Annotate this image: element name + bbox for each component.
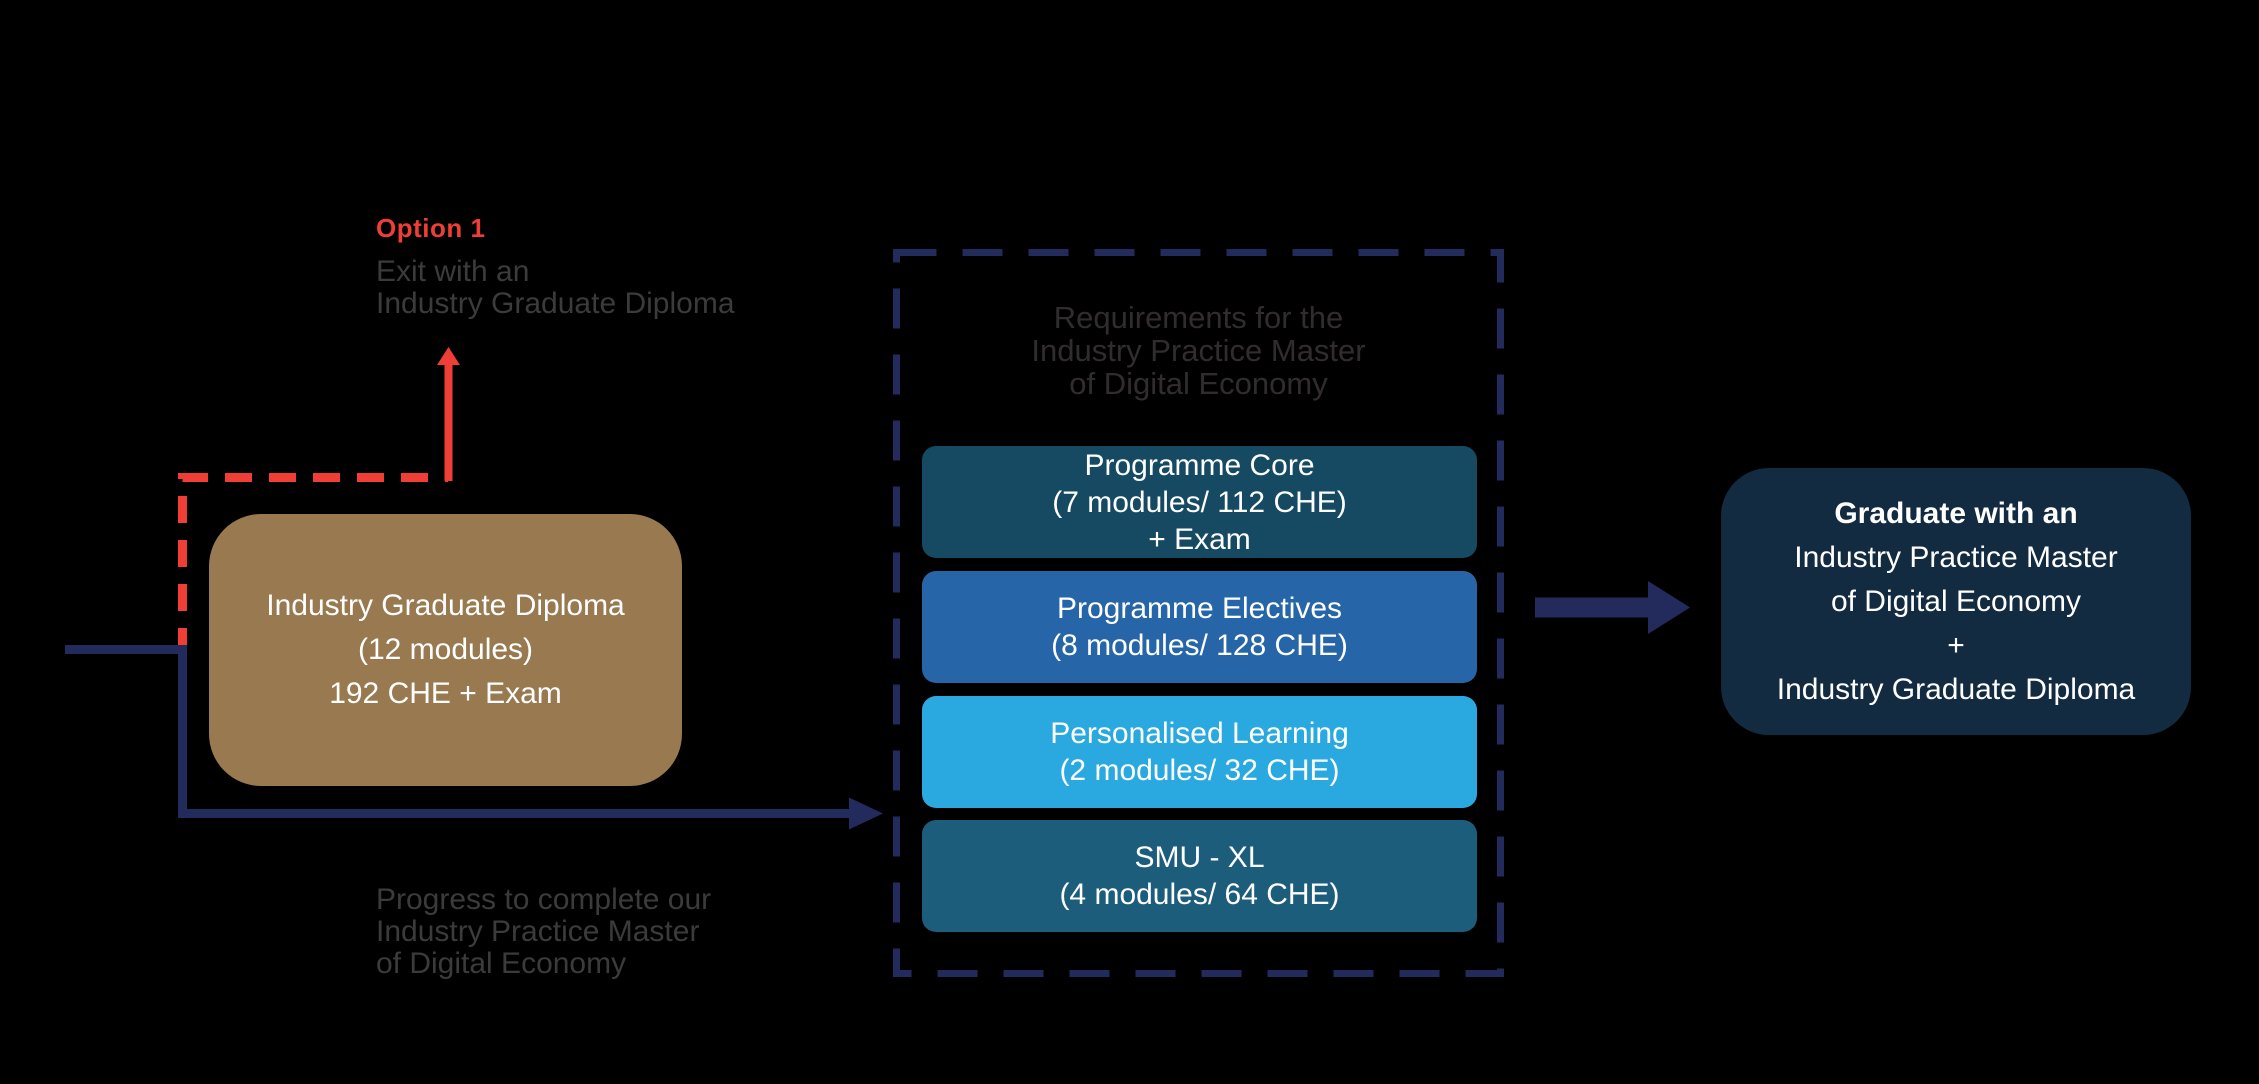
graduate-box-line: +	[1947, 628, 1965, 662]
module-line: Personalised Learning	[1050, 717, 1349, 750]
requirements-title-line: Industry Practice Master	[1031, 333, 1366, 368]
module-smu-xl: SMU - XL (4 modules/ 64 CHE)	[922, 820, 1477, 932]
graduate-box-line: Industry Practice Master	[1794, 540, 2118, 574]
module-line: Programme Core	[1084, 448, 1315, 482]
diploma-box-line: Industry Graduate Diploma	[266, 589, 625, 622]
exit-note-line: Industry Graduate Diploma	[376, 287, 735, 320]
option1-label: Option 1	[376, 213, 486, 243]
diploma-box-line: (12 modules)	[357, 633, 534, 666]
requirements-title-line: of Digital Economy	[1069, 366, 1328, 401]
graduate-arrowhead-icon	[1648, 581, 1690, 634]
progress-note-line: Industry Practice Master	[376, 915, 700, 948]
module-line: SMU - XL	[1134, 841, 1265, 874]
exit-arrowhead-icon	[437, 347, 460, 365]
module-personalised-learning: Personalised Learning (2 modules/ 32 CHE…	[922, 696, 1477, 808]
module-line: (2 modules/ 32 CHE)	[1059, 754, 1340, 787]
industry-graduate-diploma-box: Industry Graduate Diploma (12 modules) 1…	[209, 514, 682, 786]
module-line: (8 modules/ 128 CHE)	[1051, 629, 1348, 662]
graduate-box-line: Graduate with an	[1834, 496, 2078, 530]
progress-note-line: Progress to complete our	[376, 883, 712, 916]
requirements-title: Requirements for the Industry Practice M…	[893, 301, 1504, 400]
graduate-outcome-box: Graduate with an Industry Practice Maste…	[1721, 468, 2191, 735]
progress-note-line: of Digital Economy	[376, 947, 627, 980]
diploma-box-line: 192 CHE + Exam	[329, 677, 562, 710]
requirements-group: Requirements for the Industry Practice M…	[893, 249, 1504, 977]
module-line: Programme Electives	[1056, 592, 1343, 625]
module-line: (4 modules/ 64 CHE)	[1059, 878, 1340, 911]
graduate-box-line: Industry Graduate Diploma	[1776, 672, 2136, 706]
module-programme-electives: Programme Electives (8 modules/ 128 CHE)	[922, 571, 1477, 683]
module-programme-core: Programme Core (7 modules/ 112 CHE) + Ex…	[922, 446, 1477, 558]
progress-note: Progress to complete our Industry Practi…	[376, 884, 711, 980]
exit-note-line: Exit with an	[376, 255, 530, 288]
module-line: + Exam	[1148, 522, 1251, 556]
progress-arrowhead-icon	[849, 797, 883, 830]
graduate-box-line: of Digital Economy	[1830, 584, 2082, 618]
module-line: (7 modules/ 112 CHE)	[1052, 485, 1347, 519]
exit-note: Exit with an Industry Graduate Diploma	[376, 256, 735, 320]
requirements-title-line: Requirements for the	[1053, 300, 1344, 335]
graduate-arrow-shaft	[1535, 597, 1648, 618]
